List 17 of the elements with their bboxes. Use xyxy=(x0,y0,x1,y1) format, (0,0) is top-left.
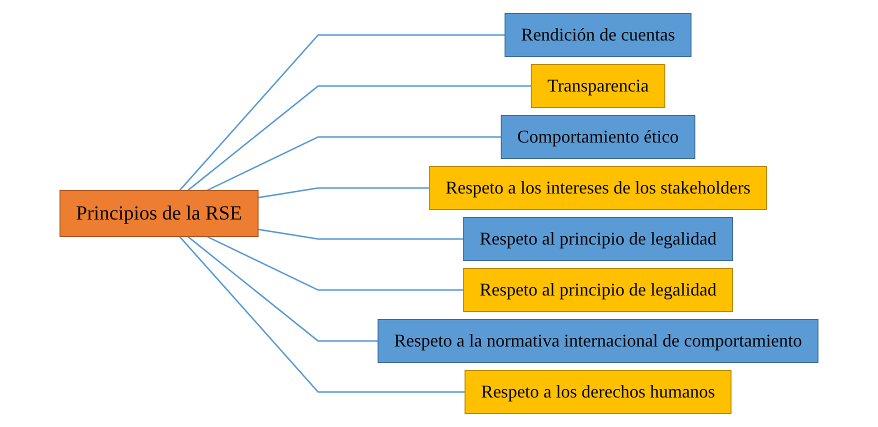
node-box: Transparencia xyxy=(530,64,666,108)
connector xyxy=(258,187,430,198)
node-box: Rendición de cuentas xyxy=(504,13,692,57)
node-box: Respeto al principio de legalidad xyxy=(463,268,734,312)
node-box: Respeto a la normativa internacional de comportamiento xyxy=(378,319,818,363)
connector xyxy=(179,34,506,191)
connector xyxy=(258,228,464,240)
node-box: Respeto a los derechos humanos xyxy=(464,370,732,414)
node-box: Respeto al principio de legalidad xyxy=(463,217,734,261)
connector xyxy=(206,136,502,192)
node-box: Principios de la RSE xyxy=(60,190,259,237)
connector xyxy=(187,85,532,192)
connector xyxy=(179,236,466,393)
connector xyxy=(206,236,464,291)
node-box: Comportamiento ético xyxy=(500,115,696,159)
node-box: Respeto a los intereses de los stakeholders xyxy=(429,166,768,210)
connector xyxy=(187,236,378,342)
